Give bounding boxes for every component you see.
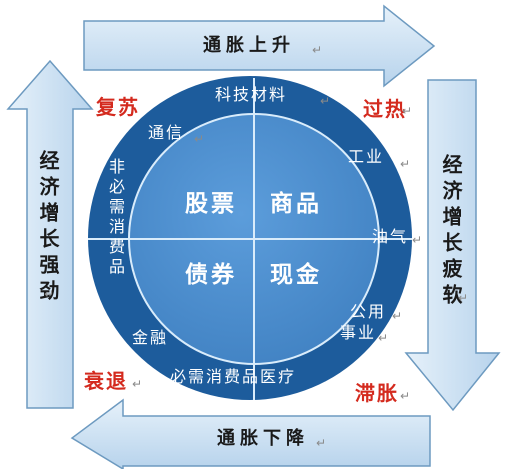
bottom-arrow-label: 通胀下降 — [217, 428, 309, 449]
quadrant-commodities: 商品 — [270, 191, 322, 217]
sector-utilities-line2: 事业 — [340, 323, 377, 342]
bottom-arrow — [70, 398, 431, 469]
sector-tech-materials: 科技材料 — [215, 85, 288, 104]
top-arrow-label: 通胀上升 — [203, 35, 295, 56]
sector-telecom: 通信 — [148, 123, 185, 142]
left-arrow-label: 经济增长强劲 — [36, 150, 60, 306]
sector-utilities-line1: 公用 — [350, 302, 387, 321]
paragraph-mark: ↵ — [412, 233, 423, 247]
paragraph-mark: ↵ — [400, 157, 411, 171]
phase-recovery: 复苏 — [96, 95, 140, 119]
sector-industrial: 工业 — [348, 147, 385, 166]
sector-oil-gas: 油气 — [372, 227, 409, 246]
paragraph-mark: ↵ — [132, 377, 143, 391]
paragraph-mark: ↵ — [378, 331, 389, 345]
paragraph-mark: ↵ — [316, 436, 327, 450]
paragraph-mark: ↵ — [400, 389, 411, 403]
right-arrow — [404, 79, 501, 412]
paragraph-mark: ↵ — [458, 291, 469, 305]
paragraph-mark: ↵ — [320, 94, 331, 108]
paragraph-mark: ↵ — [402, 104, 413, 118]
sector-non-essential-consumer: 非必需消费品 — [106, 158, 125, 278]
phase-recession: 衰退 — [84, 369, 128, 393]
phase-stagflation: 滞胀 — [355, 381, 399, 405]
quadrant-cash: 现金 — [270, 262, 322, 288]
right-arrow-label: 经济增长疲软 — [439, 154, 463, 310]
paragraph-mark: ↵ — [44, 287, 55, 301]
paragraph-mark: ↵ — [312, 43, 323, 57]
left-arrow — [6, 59, 94, 409]
paragraph-mark: ↵ — [392, 309, 403, 323]
phase-overheat: 过热 — [363, 97, 407, 121]
paragraph-mark: ↵ — [194, 132, 205, 146]
sector-essential-consumer-medical: 必需消费品医疗 — [170, 367, 297, 386]
quadrant-stocks: 股票 — [185, 191, 237, 217]
top-arrow — [83, 4, 436, 88]
quadrant-bonds: 债券 — [185, 262, 237, 288]
sector-finance: 金融 — [132, 328, 169, 347]
